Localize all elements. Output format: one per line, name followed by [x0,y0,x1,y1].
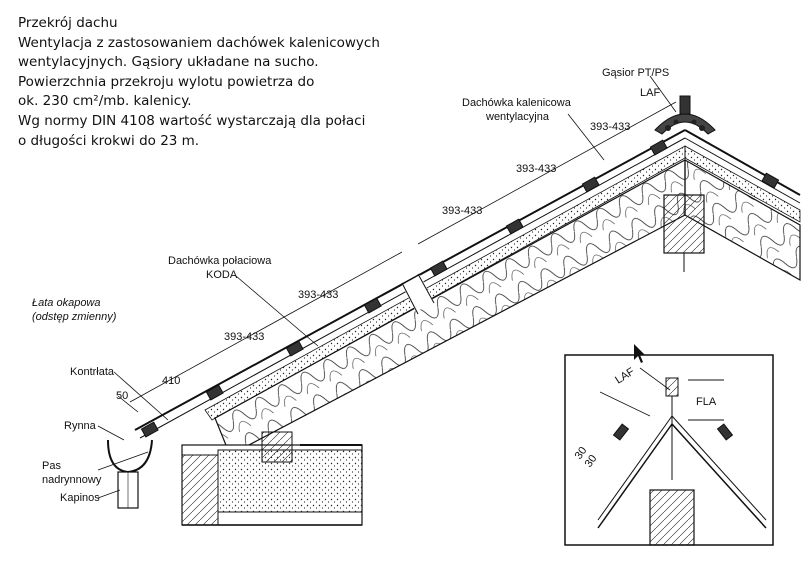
leader-lines [97,75,677,499]
label-dachowka-kalenicowa-2: wentylacyjna [485,111,550,123]
label-rynna: Rynna [64,420,97,432]
dimension-line [129,101,677,403]
description-line: o długości krokwi do 23 m. [18,132,200,149]
dim-410: 410 [162,375,180,387]
dim-393-433-3: 393-433 [442,205,482,217]
label-dachowka-kalenicowa-1: Dachówka kalenicowa [462,97,572,109]
detail-dim-30-2: 30 [583,453,600,470]
label-kapinos: Kapinos [60,492,100,504]
dim-393-433-4: 393-433 [298,289,338,301]
description-text: Przekrój dachu Wentylacja z zastosowanie… [18,14,418,151]
battens-left [140,139,780,438]
mouse-cursor [634,344,645,363]
label-laf: LAF [640,87,660,99]
dim-393-433-1: 393-433 [590,121,630,133]
label-dachowka-polaciowa-2: KODA [206,269,238,281]
ridge-tile [654,95,716,135]
description-line: ok. 230 cm²/mb. kalenicy. [18,93,192,110]
dim-50: 50 [116,390,128,402]
description-line: Przekrój dachu [18,15,118,31]
dim-393-433-2: 393-433 [516,163,556,175]
description-line: Powierzchnia przekroju wylotu powietrza … [18,73,315,90]
label-pas-nadrynnowy-2: nadrynnowy [42,474,102,486]
description-line: Wg normy DIN 4108 wartość wystarczają dl… [18,112,366,129]
label-lata-okapowa-1: Łata okapowa [32,297,101,309]
dim-393-433-5: 393-433 [224,331,264,343]
label-dachowka-polaciowa-1: Dachówka połaciowa [168,255,272,267]
roof-slope-right [684,129,801,282]
detail-inset [564,354,774,546]
detail-fla: FLA [696,396,717,408]
gutter [107,439,153,509]
ridge-beam [663,194,705,272]
label-gasior: Gąsior PT/PS [602,67,669,79]
detail-dim-30-1: 30 [573,445,590,462]
label-kontrlata: Kontrłata [70,366,115,378]
label-lata-okapowa-2: (odstęp zmienny) [32,311,117,323]
description-line: wentylacyjnych. Gąsiory układane na such… [18,54,319,71]
wall-structure [181,431,363,526]
label-pas-nadrynnowy-1: Pas [42,460,61,472]
description-line: Wentylacja z zastosowaniem dachówek kale… [18,34,380,51]
